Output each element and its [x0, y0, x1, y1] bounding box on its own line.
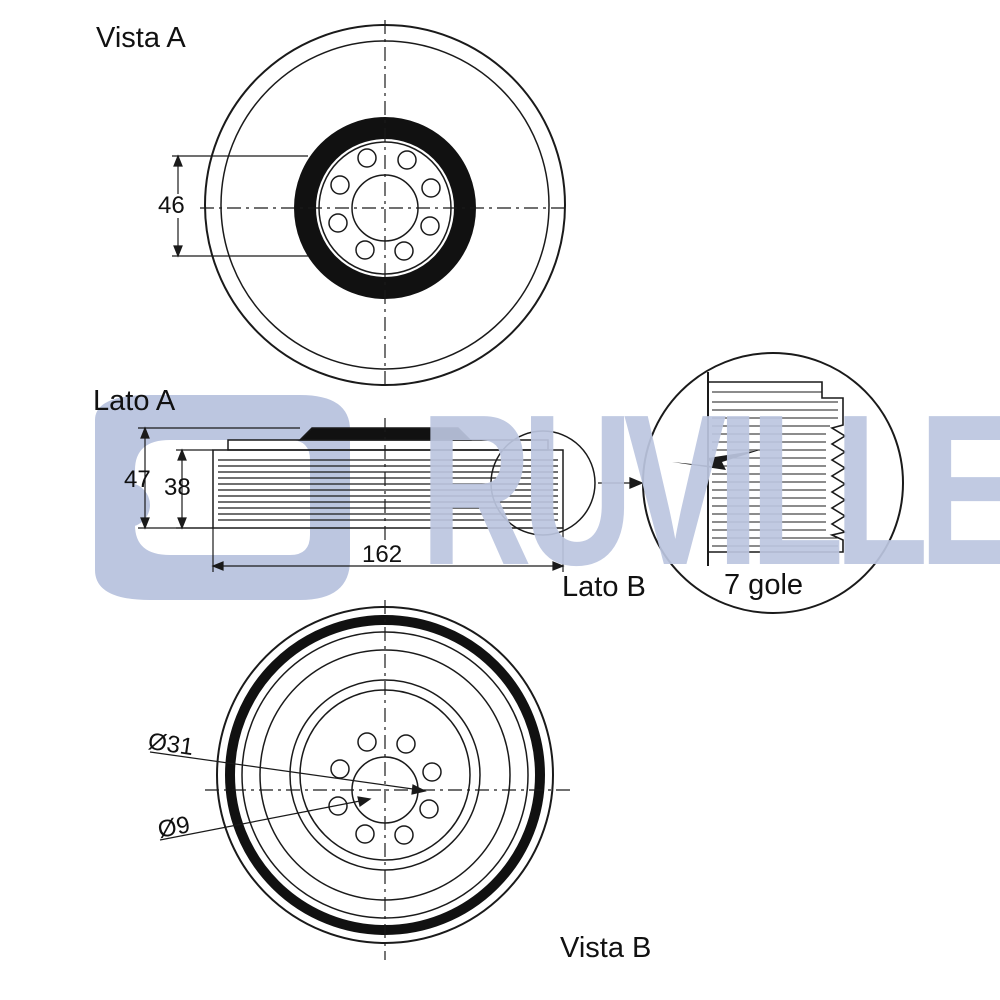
dimension-diameter-31: Ø31	[146, 727, 196, 762]
vista-a-centerlines	[200, 20, 570, 390]
dimension-162: 162	[362, 541, 403, 568]
bolt-hole	[330, 175, 350, 195]
bolt-hole	[330, 759, 350, 779]
vista-b-leader-31	[149, 751, 427, 795]
lato-a-dim-38	[176, 448, 213, 530]
lato-a-detail-circle	[490, 430, 596, 536]
watermark-emblem-dot	[106, 483, 150, 527]
detail-hatch-lines	[712, 391, 838, 547]
bolt-hole	[328, 796, 348, 816]
dimension-38: 38	[164, 474, 191, 501]
bolt-hole	[328, 213, 348, 233]
watermark-text: RUVILLE	[420, 369, 1000, 610]
vista-b-view	[149, 600, 570, 960]
bolt-hole	[422, 762, 442, 782]
lato-a-dim-162	[211, 528, 565, 572]
bolt-hole	[396, 734, 416, 754]
vista-b-bolt-holes	[328, 732, 442, 845]
vista-b-centerlines	[205, 600, 570, 960]
dimension-46: 46	[158, 192, 185, 219]
lato-a-body	[212, 449, 564, 529]
bolt-hole	[397, 150, 417, 170]
bolt-hole	[355, 824, 375, 844]
vista-b-leader-9	[159, 796, 372, 841]
vista-a-dim-46	[172, 154, 308, 258]
lato-a-grooves	[218, 459, 558, 521]
ruville-watermark-logo	[95, 395, 350, 600]
lato-a-side-view	[138, 418, 644, 572]
detail-arrow	[598, 477, 644, 489]
bolt-hole	[419, 799, 439, 819]
bolt-hole	[394, 241, 414, 261]
vista-a-bolt-holes	[328, 148, 441, 261]
bolt-hole	[420, 216, 440, 236]
bolt-hole	[357, 148, 377, 168]
label-vista-b: Vista B	[560, 932, 652, 964]
label-vista-a: Vista A	[96, 22, 186, 54]
label-lato-a: Lato A	[93, 385, 176, 417]
dimension-47: 47	[124, 466, 151, 493]
label-lato-b: Lato B	[562, 571, 646, 603]
bolt-hole	[421, 178, 441, 198]
watermark-emblem	[95, 395, 350, 600]
label-grooves: 7 gole	[722, 569, 806, 601]
detail-profile	[708, 381, 848, 553]
bolt-hole	[394, 825, 414, 845]
detail-circle	[642, 352, 904, 614]
groove-detail-view	[642, 352, 904, 614]
dimension-diameter-9: Ø9	[155, 811, 193, 844]
detail-break-arrow	[672, 450, 760, 470]
bolt-hole	[355, 240, 375, 260]
bolt-hole	[357, 732, 377, 752]
vista-a-view	[172, 20, 570, 390]
